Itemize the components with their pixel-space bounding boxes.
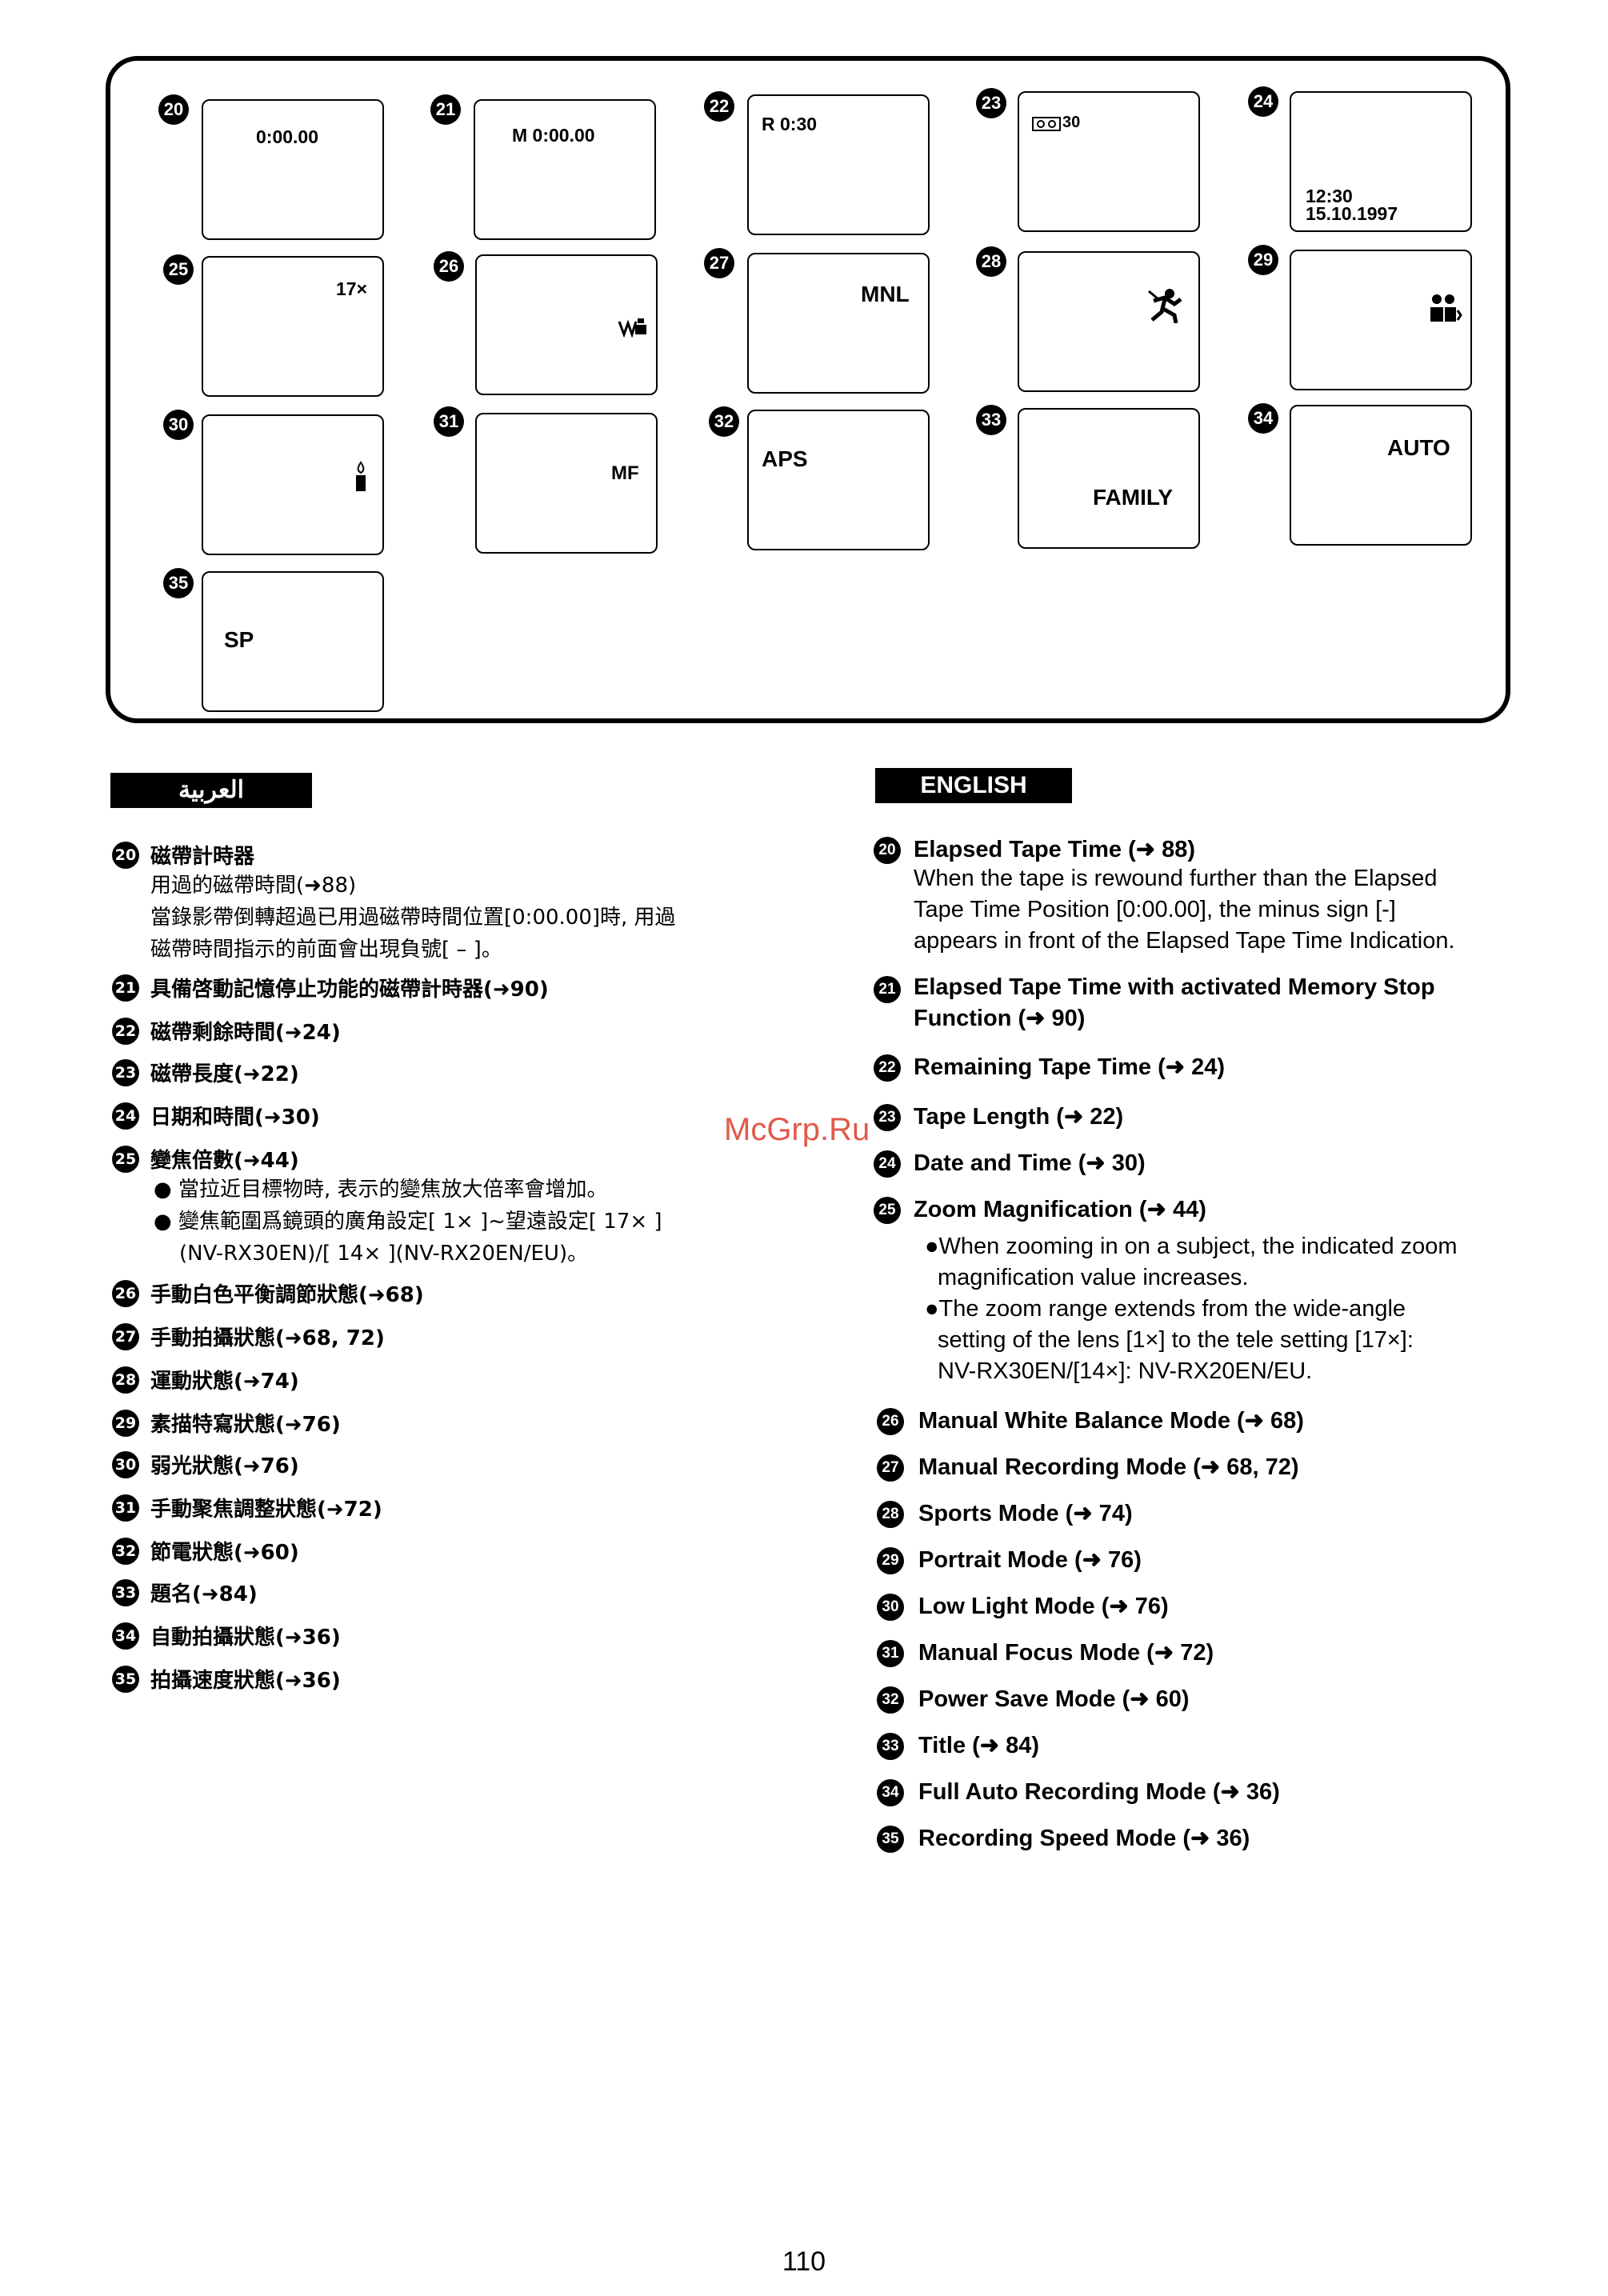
screen-sports-mode — [1018, 251, 1200, 392]
callout-number: 32 — [709, 406, 739, 437]
list-item: 20 Elapsed Tape Time (➜ 88) When the tap… — [874, 835, 1455, 957]
screen-text: APS — [762, 446, 808, 471]
callout-number: 23 — [976, 88, 1006, 118]
list-item: 25 Zoom Magnification (➜ 44) ●When zoomi… — [874, 1195, 1458, 1387]
screen-zoom: 17× — [202, 256, 384, 397]
callout-number: 29 — [1248, 245, 1278, 275]
screen-title: FAMILY — [1018, 408, 1200, 549]
white-balance-icon — [618, 317, 648, 342]
screen-portrait-mode — [1290, 250, 1472, 390]
callout-number: 27 — [704, 248, 734, 278]
list-item: 25 變焦倍數(➜44) ● 當拉近目標物時, 表示的變焦放大倍率會增加。 ● … — [112, 1144, 662, 1270]
screen-text: 0:00.00 — [256, 126, 319, 147]
screen-white-balance — [475, 254, 658, 395]
screen-text: MF — [611, 462, 639, 484]
low-light-icon — [354, 461, 368, 497]
screen-text: 30 — [1062, 114, 1081, 131]
screen-date: 15.10.1997 — [1306, 203, 1398, 224]
callout-number: 26 — [434, 251, 464, 282]
screen-date-time: 12:30 15.10.1997 — [1290, 91, 1472, 232]
callout-number: 21 — [430, 94, 461, 125]
screen-text: MNL — [861, 282, 910, 306]
screen-recording-speed: SP — [202, 571, 384, 712]
screen-text: SP — [224, 627, 254, 652]
screen-text: 17× — [336, 278, 368, 299]
screen-memory-stop: M 0:00.00 — [474, 99, 656, 240]
watermark: McGrp.Ru — [724, 1112, 870, 1147]
screen-remaining-time: R 0:30 — [747, 94, 930, 235]
callout-number: 20 — [158, 94, 189, 125]
screen-text: AUTO — [1387, 435, 1450, 460]
screen-tape-length: 30 — [1018, 91, 1200, 232]
list-item: 20 磁帶計時器 用過的磁帶時間(➜88) 當錄影帶倒轉超過已用過磁帶時間位置[… — [112, 840, 676, 966]
arabic-section-header: العربية — [110, 773, 312, 808]
portrait-mode-icon — [1429, 293, 1462, 327]
callout-number: 25 — [163, 254, 194, 285]
screen-full-auto: AUTO — [1290, 405, 1472, 546]
screen-manual-focus: MF — [475, 413, 658, 554]
callout-number: 34 — [1248, 403, 1278, 434]
sports-mode-icon — [1147, 288, 1184, 327]
tape-icon — [1032, 117, 1061, 135]
callout-number: 33 — [976, 405, 1006, 435]
callout-number: 28 — [976, 246, 1006, 277]
screen-manual-recording: MNL — [747, 253, 930, 394]
screen-power-save: APS — [747, 410, 930, 550]
screen-low-light — [202, 414, 384, 555]
callout-number: 24 — [1248, 86, 1278, 117]
display-examples-frame — [106, 56, 1510, 723]
screen-time: 12:30 — [1306, 186, 1353, 206]
english-section-header: ENGLISH — [875, 768, 1072, 803]
screen-elapsed-time: 0:00.00 — [202, 99, 384, 240]
screen-text: R 0:30 — [762, 114, 818, 134]
list-item: 21 Elapsed Tape Time with activated Memo… — [874, 974, 1435, 1032]
screen-text: M 0:00.00 — [512, 125, 595, 146]
callout-number: 30 — [163, 410, 194, 440]
callout-number: 31 — [434, 406, 464, 437]
screen-text: FAMILY — [1093, 485, 1174, 510]
callout-number: 35 — [163, 568, 194, 598]
page-number: 110 — [782, 2246, 826, 2277]
callout-number: 22 — [704, 91, 734, 122]
